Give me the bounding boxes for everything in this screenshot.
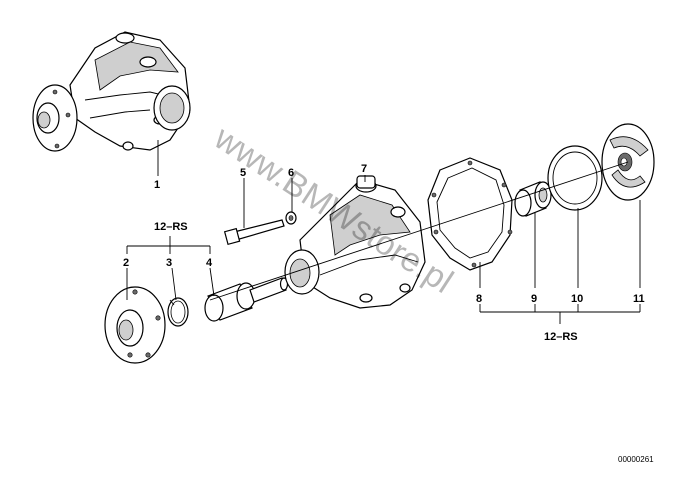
callout-6: 6 — [288, 167, 294, 179]
callout-3: 3 — [166, 257, 172, 269]
bearing-shaft-drawing — [204, 277, 289, 322]
leader-lines — [126, 140, 641, 324]
pump-housing-drawing — [284, 175, 426, 309]
callout-5: 5 — [240, 167, 246, 179]
callout-7: 7 — [361, 163, 367, 175]
diagram-reference-number: 00000261 — [618, 455, 654, 464]
sealing-ring-drawing — [547, 145, 603, 211]
callout-8: 8 — [476, 293, 482, 305]
slide-ring-seal-drawing — [514, 181, 552, 217]
callout-2: 2 — [123, 257, 129, 269]
group-label-left: 12–RS — [154, 221, 188, 233]
circlip-drawing — [167, 297, 189, 327]
assembly-axis-line — [209, 161, 629, 301]
callout-11: 11 — [633, 293, 645, 305]
callout-1: 1 — [154, 179, 160, 191]
pulley-flange-drawing — [104, 286, 166, 364]
callout-10: 10 — [571, 293, 583, 305]
callout-4: 4 — [206, 257, 213, 269]
washer-drawing — [285, 211, 297, 225]
water-pump-assembly-drawing — [32, 31, 191, 152]
callout-9: 9 — [531, 293, 537, 305]
bolt-drawing — [223, 219, 285, 246]
group-label-right: 12–RS — [544, 331, 578, 343]
